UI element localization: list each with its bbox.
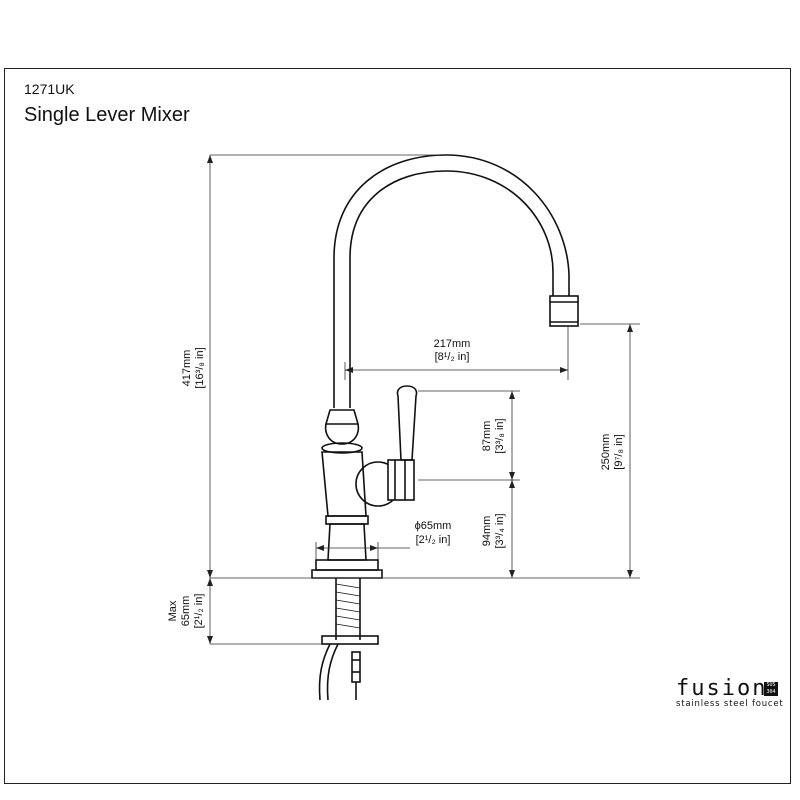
dim-max65-mm: 65mm [180, 596, 192, 627]
dim-250-in: [9⁷/₈ in] [613, 434, 625, 469]
dim-max-label: Max [167, 600, 179, 621]
dimension-lines [209, 154, 640, 645]
label-max65: Max 65mm [2¹/₂ in] [167, 594, 205, 629]
dim-217-in: [8¹/₂ in] [435, 351, 470, 363]
logo-tagline: stainless steel foucet [676, 699, 784, 709]
dim-417-mm: 417mm [181, 350, 193, 387]
dim-max65-in: [2¹/₂ in] [193, 594, 205, 629]
dim-87-mm: 87mm [481, 421, 493, 452]
dim-94-mm: 94mm [481, 516, 493, 547]
label-94: 94mm [3³/₄ in] [481, 513, 506, 548]
dim-87-in: [3³/₈ in] [494, 418, 506, 453]
dimension-arrows [207, 155, 633, 644]
model-number: 1271UK [24, 81, 75, 97]
dim-250-mm: 250mm [600, 434, 612, 471]
dim-94-in: [3³/₄ in] [494, 513, 506, 548]
label-87: 87mm [3³/₈ in] [481, 418, 506, 453]
dim-phi65-mm: ϕ65mm [415, 520, 452, 532]
drawing-frame [4, 68, 791, 784]
label-417: 417mm [16³/₈ in] [181, 347, 206, 388]
brand-logo: fusion stainless steel foucet SUS 304 [676, 676, 784, 709]
dim-417-in: [16³/₈ in] [194, 347, 206, 388]
logo-wordmark: fusion [676, 676, 768, 701]
label-250: 250mm [9⁷/₈ in] [600, 434, 625, 471]
product-title: Single Lever Mixer [24, 104, 190, 126]
dim-phi65-in: [2¹/₂ in] [416, 534, 451, 546]
label-217: 217mm [8¹/₂ in] [434, 338, 471, 363]
sus-badge: SUS 304 [764, 682, 778, 696]
label-phi65: ϕ65mm [2¹/₂ in] [415, 520, 452, 546]
faucet-outline [311, 154, 579, 701]
dim-217-mm: 217mm [434, 338, 471, 350]
